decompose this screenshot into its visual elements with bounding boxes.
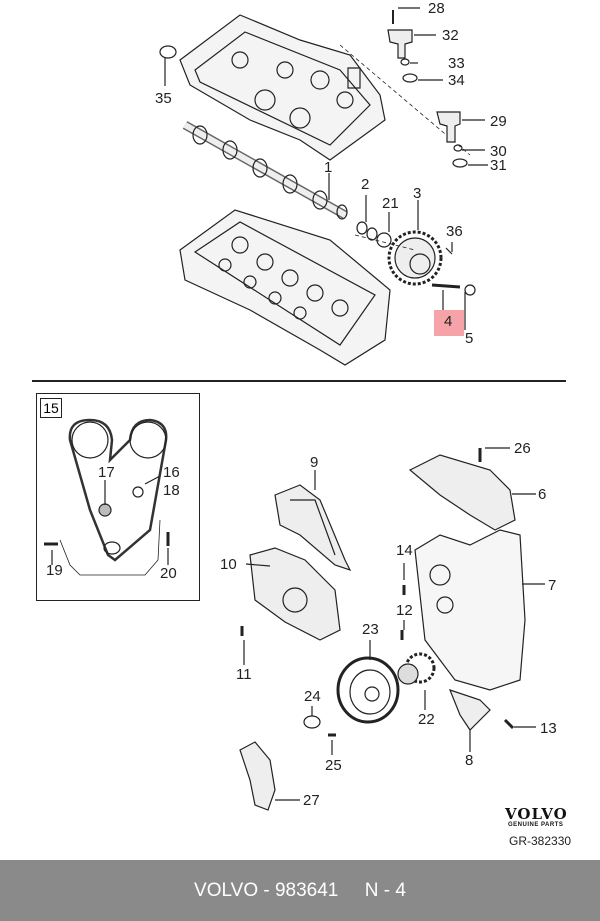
seal-35-drawing	[159, 45, 177, 59]
callout-1: 1	[324, 159, 333, 176]
callout-15: 15	[40, 398, 62, 418]
callout-34: 34	[448, 72, 465, 89]
callout-17: 17	[98, 464, 115, 481]
camshaft-gear-drawing	[387, 230, 443, 286]
callout-19: 19	[46, 562, 63, 579]
callout-10: 10	[220, 556, 237, 573]
callout-33: 33	[448, 55, 465, 72]
callout-6: 6	[538, 486, 547, 503]
callout-12: 12	[396, 602, 413, 619]
crankshaft-gear-drawing	[397, 652, 436, 685]
callout-2: 2	[361, 176, 370, 193]
callout-35: 35	[155, 90, 172, 107]
cylinder-head-drawing	[179, 209, 391, 366]
callout-20: 20	[160, 565, 177, 582]
valve-cover-drawing	[179, 14, 386, 161]
genuine-parts-tagline: GENUINE PARTS	[508, 822, 564, 828]
callout-25: 25	[325, 757, 342, 774]
callout-32: 32	[442, 27, 459, 44]
callout-23: 23	[362, 621, 379, 638]
section-divider	[32, 380, 566, 382]
callout-29: 29	[490, 113, 507, 130]
callout-31: 31	[490, 157, 507, 174]
crankshaft-pulley-drawing	[336, 656, 400, 724]
callout-4: 4	[444, 313, 453, 330]
footer-bar: VOLVO - 983641 N - 4	[0, 860, 600, 921]
cover-9-drawing	[274, 484, 352, 572]
figure-reference: GR-382330	[509, 834, 572, 848]
volvo-logo: VOLVO	[505, 805, 568, 823]
callout-9: 9	[310, 454, 319, 471]
callout-11: 11	[236, 666, 252, 683]
callout-16: 16	[163, 464, 180, 481]
belt-layout-inset	[36, 393, 200, 601]
exploded-parts-drawing	[44, 7, 545, 811]
callout-27: 27	[303, 792, 320, 809]
callout-26: 26	[514, 440, 531, 457]
callout-14: 14	[396, 542, 413, 559]
callout-36: 36	[446, 223, 463, 240]
callout-8: 8	[465, 752, 474, 769]
guide-27-drawing	[239, 741, 276, 811]
cover-6-drawing	[408, 454, 516, 531]
callout-18: 18	[163, 482, 180, 499]
callout-28: 28	[428, 0, 445, 17]
callout-13: 13	[540, 720, 557, 737]
callout-21: 21	[382, 195, 399, 212]
callout-22: 22	[418, 711, 435, 728]
callout-30: 30	[490, 143, 507, 160]
belt-layout-drawing	[44, 418, 170, 576]
bracket-8-drawing	[448, 689, 491, 731]
cover-7-drawing	[414, 529, 526, 691]
callout-7: 7	[548, 577, 557, 594]
highlight-part-4	[434, 310, 464, 336]
callout-24: 24	[304, 688, 321, 705]
callout-5: 5	[465, 330, 474, 347]
callout-3: 3	[413, 185, 422, 202]
cover-10-drawing	[249, 547, 341, 641]
camshaft-drawing	[182, 121, 348, 220]
footer-text: VOLVO - 983641 N - 4	[194, 879, 406, 901]
